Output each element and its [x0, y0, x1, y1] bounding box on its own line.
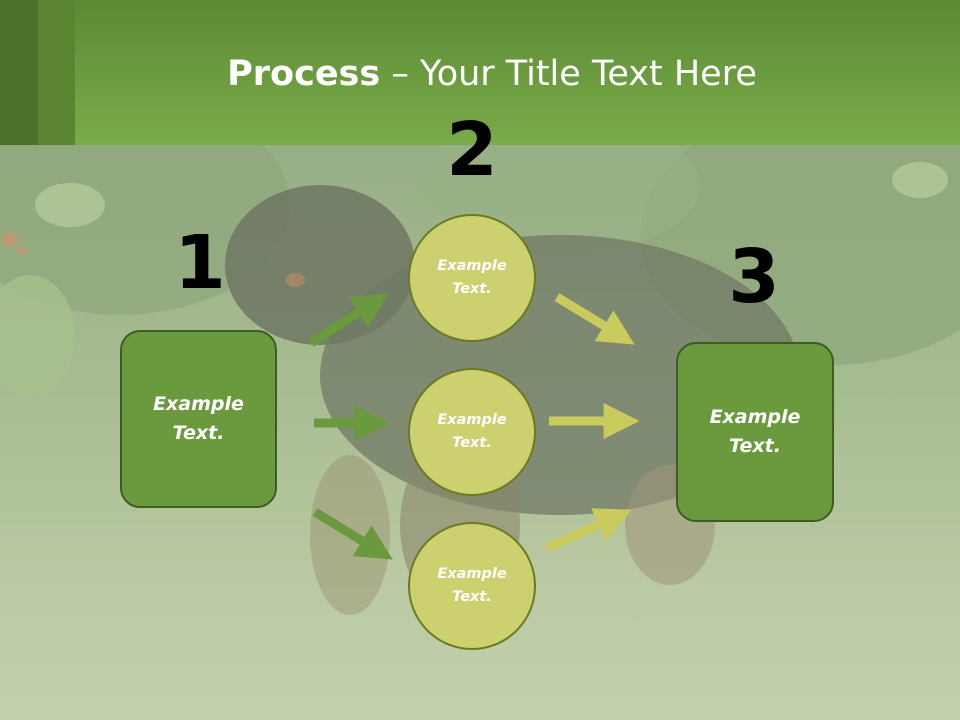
arrow-left-to-bottom: [312, 508, 393, 560]
step-number-1: 1: [174, 220, 226, 306]
step-number-3: 3: [728, 234, 780, 320]
header-accent-strip: [0, 0, 38, 145]
slide-title: Process – Your Title Text Here: [0, 52, 960, 96]
circle-bottom[interactable]: Example Text.: [408, 522, 536, 650]
circle-middle[interactable]: Example Text.: [408, 368, 536, 496]
arrow-bottom-to-right: [545, 508, 632, 553]
circle-bottom-text: Example Text.: [437, 566, 507, 605]
circle-top[interactable]: Example Text.: [408, 214, 536, 342]
arrow-left-to-top: [308, 293, 389, 347]
left-box-text: Example Text.: [153, 393, 244, 444]
right-box-text: Example Text.: [709, 406, 801, 457]
arrow-top-to-right: [554, 293, 635, 345]
circle-middle-text: Example Text.: [437, 412, 507, 451]
title-bar: Process – Your Title Text Here: [0, 0, 960, 145]
step-number-2: 2: [446, 107, 498, 193]
title-rest: – Your Title Text Here: [380, 54, 757, 94]
left-box[interactable]: Example Text.: [120, 330, 277, 508]
right-box[interactable]: Example Text.: [676, 342, 834, 522]
circle-top-text: Example Text.: [437, 258, 507, 297]
title-bold: Process: [227, 54, 381, 94]
header-accent-strip: [38, 0, 75, 145]
